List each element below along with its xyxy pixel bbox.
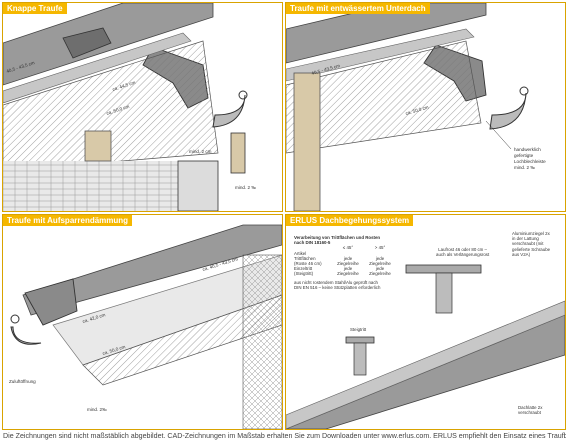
dim-label-4: mind. 2 cm xyxy=(189,149,212,154)
ridge-tile xyxy=(62,27,112,59)
gutter xyxy=(489,92,527,130)
laufrost-label: Laufrost 46 oder 80 cm – auch als Verlän… xyxy=(436,247,490,258)
dachlatte-label: Dachlatte 2x verschraubt xyxy=(518,405,543,416)
dim-label-5: mind. 2 ‰ xyxy=(235,185,256,190)
wall-block xyxy=(242,254,282,429)
fascia-board xyxy=(230,132,246,174)
drawing-knappe-traufe: 40,5 - 43,5 cm ca. 44,5 cm ca. 50,0 cm m… xyxy=(3,3,256,211)
roof-underlay xyxy=(286,300,565,429)
roof-underlay xyxy=(286,28,475,82)
panel-title: Traufe mit entwässertem Unterdach xyxy=(286,3,430,14)
insulation-layer xyxy=(52,254,282,366)
panel-title: Traufe mit Aufsparrendämmung xyxy=(3,215,133,226)
panel-title: ERLUS Dachbegehungssystem xyxy=(286,215,414,226)
dim-label-2: ca. 50,0 cm xyxy=(405,105,429,116)
steigtritt-post xyxy=(353,342,367,376)
panel-title: Knappe Traufe xyxy=(3,3,67,14)
table-col-1: ≤ 45° xyxy=(342,245,354,251)
steigtritt-plate xyxy=(345,336,375,344)
laufrost-post xyxy=(435,272,453,314)
gutter-hook xyxy=(10,314,20,324)
wall-column xyxy=(293,72,321,211)
alu-label: Aluminiumziegel 2x in der Lattung versch… xyxy=(512,231,551,257)
footer-note: Die Zeichnungen sind nicht maßstäblich a… xyxy=(3,432,566,440)
panel-knappe-traufe: 40,5 - 43,5 cm ca. 44,5 cm ca. 50,0 cm m… xyxy=(2,2,283,212)
table-heading-1: Verarbeitung von Trittflächen und Rosten xyxy=(294,235,381,240)
note-line-2: gefertigte xyxy=(514,153,534,158)
table-note-1: aus nicht rostendem Stahl/Alu geprüft na… xyxy=(294,279,378,285)
table-row: Einzeltritt jede jede xyxy=(294,266,385,272)
leader-line xyxy=(485,120,512,150)
table-row: (Roste 46 cm) Ziegelreihe Ziegelreihe xyxy=(294,261,391,267)
dim-label-2: ca. 42,0 cm xyxy=(82,312,106,324)
table-note-2: DIN EN 516 – keine Stützplatten erforder… xyxy=(294,284,381,290)
drawing-aufsparrendaemmung: ca. 40,5 - 43,5 cm ca. 42,0 cm ca. 50,0 … xyxy=(9,224,282,429)
wood-beam xyxy=(84,130,112,162)
dim-label-4: mind. 2‰ xyxy=(87,407,107,412)
laufrost-plate xyxy=(405,264,482,274)
gutter xyxy=(10,326,42,345)
note-line-4: mind. 2 ‰ xyxy=(514,165,535,170)
gutter xyxy=(212,94,246,128)
wall-block xyxy=(177,160,219,211)
panel-entwaessertes-unterdach: 40,5 - 43,5 cm ca. 50,0 cm handwerklich … xyxy=(285,2,566,212)
table-row: (Steigtritt) Ziegelreihe Ziegelreihe xyxy=(294,271,391,277)
note-line-3: Lochblechleiste xyxy=(514,159,546,164)
dim-label-3: ca. 50,0 cm xyxy=(102,344,126,356)
rafter xyxy=(82,294,282,386)
panel-aufsparrendaemmung: ca. 40,5 - 43,5 cm ca. 42,0 cm ca. 50,0 … xyxy=(2,214,283,430)
table-row: Trittflächen jede jede xyxy=(294,255,385,261)
table-row: Artikel xyxy=(294,250,307,256)
roof-underlay xyxy=(3,32,192,104)
spec-table: Verarbeitung von Trittflächen und Rosten… xyxy=(294,235,396,290)
gutter-hook xyxy=(519,86,529,96)
panel-dachbegehungssystem: ERLUS Dachbegehungssystem Verarbeitung v… xyxy=(285,214,566,430)
drawing-dachbegehungssystem xyxy=(286,264,565,429)
rafter xyxy=(3,40,219,172)
vent-label: Zuluftöffnung xyxy=(9,379,36,384)
drawing-entwaessertes-unterdach: 40,5 - 43,5 cm ca. 50,0 cm handwerklich … xyxy=(286,3,546,211)
table-col-2: > 45° xyxy=(374,245,386,251)
rafter xyxy=(286,40,482,154)
steigtritt-label: Steigtritt xyxy=(350,327,367,332)
eave-tile xyxy=(24,278,78,326)
note-line-1: handwerklich xyxy=(514,147,541,152)
gutter-hook xyxy=(238,90,248,100)
table-heading-2: nach DIN 18160-5 xyxy=(294,240,331,246)
wall-insulation xyxy=(3,161,178,211)
roof-tile-layer xyxy=(22,224,282,316)
